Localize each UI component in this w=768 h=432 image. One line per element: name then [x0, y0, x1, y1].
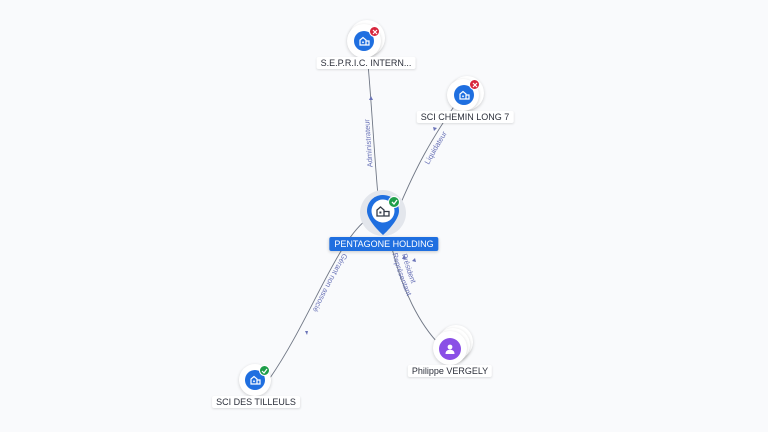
arrow-admin [369, 96, 373, 100]
edge-label-gerant: Gérant non associé [311, 252, 350, 314]
node-label-chemin-long: SCI CHEMIN LONG 7 [416, 111, 514, 123]
closed-badge-icon [369, 26, 380, 37]
node-chemin-long[interactable] [447, 76, 487, 116]
edge-label-administrateur: Administrateur [362, 118, 374, 167]
node-label-philippe-vergely: Philippe VERGELY [407, 365, 493, 377]
company-icon [354, 31, 374, 51]
active-badge-icon [388, 196, 400, 208]
edge-administrateur: Administrateur [362, 63, 379, 197]
arrow-liquidateur [433, 127, 437, 131]
person-icon [439, 338, 461, 360]
arrow-president [412, 258, 416, 262]
company-icon [245, 370, 265, 390]
node-sci-des-tilleuls[interactable] [237, 364, 277, 404]
node-label-sci-des-tilleuls: SCI DES TILLEULS [212, 396, 300, 408]
node-philippe-vergely[interactable] [432, 325, 476, 369]
node-label-seepric: S.E.P.R.I.C. INTERN... [316, 57, 416, 69]
active-badge-icon [259, 365, 270, 376]
edge-arrows [305, 96, 437, 335]
node-label-pentagone-holding: PENTAGONE HOLDING [329, 237, 439, 251]
arrow-representant [402, 255, 406, 259]
arrow-gerant [305, 331, 308, 335]
company-icon [454, 85, 474, 105]
node-seepric[interactable] [347, 20, 387, 60]
closed-badge-icon [469, 79, 480, 90]
node-pentagone-holding[interactable] [358, 190, 410, 242]
